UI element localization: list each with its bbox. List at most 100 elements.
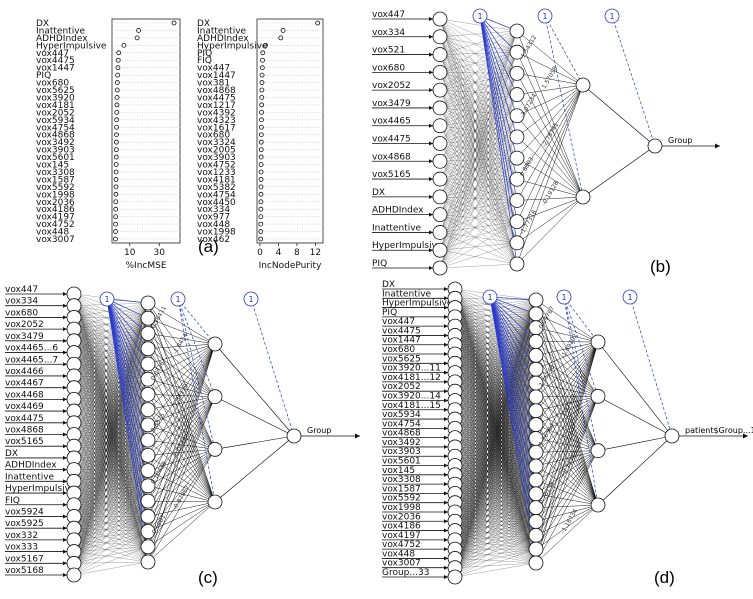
x-axis-label: IncNodePurity (259, 261, 322, 271)
weight-edge (535, 341, 599, 384)
arrow-head (63, 362, 67, 367)
weight-edge (439, 52, 518, 269)
variable-label: vox3903 (197, 153, 236, 163)
weight-edge (73, 318, 149, 342)
arrow-head (444, 454, 448, 459)
weight-edge (454, 424, 537, 578)
hidden-node (509, 44, 525, 60)
weight-edge (454, 313, 537, 373)
variable-label: PIQ (36, 71, 51, 81)
input-label: vox5934 (382, 410, 421, 420)
input-node (432, 225, 448, 240)
weight-edge (535, 313, 599, 451)
weight-edge (454, 507, 537, 568)
importance-plot-incmse: DXInattentiveADHDIndexHyperImpulsivevox4… (36, 18, 181, 271)
x-tick-label: 0 (257, 248, 263, 258)
input-label: vox1587 (382, 484, 421, 494)
hidden-node (509, 65, 525, 81)
weight-edge (73, 528, 149, 563)
weight-edge (535, 450, 599, 467)
weight-edge (73, 500, 149, 552)
weight-edge (454, 396, 537, 559)
arrow-head (444, 342, 448, 347)
arrow-head (444, 500, 448, 505)
input-label: vox3479 (5, 332, 44, 342)
bias-node-label: 1 (609, 12, 614, 21)
weight-edge (73, 516, 149, 576)
weight-edge (535, 450, 599, 536)
weight-edge (147, 343, 216, 456)
variable-label: vox448 (197, 220, 230, 230)
weight-edge (439, 196, 518, 243)
input-label: vox3492 (382, 438, 421, 448)
bias-edge (489, 296, 537, 494)
weight-edge (73, 446, 149, 547)
weight-edge (147, 485, 216, 503)
weight-edge (73, 318, 149, 517)
weight-edge (73, 531, 149, 576)
weight-edge (439, 214, 518, 265)
arrow-head (444, 547, 448, 552)
importance-point (258, 177, 264, 182)
weight-edge (147, 396, 216, 532)
weight-edge (147, 501, 216, 547)
variable-label: vox4752 (197, 161, 236, 171)
weight-edge (535, 341, 599, 451)
weight-edge (73, 516, 149, 541)
input-label: vox4868 (382, 429, 421, 439)
weight-edge (454, 479, 537, 559)
weight-edge (73, 302, 149, 447)
input-label: HyperImpulsive (382, 299, 453, 309)
bias-node-label: 1 (627, 293, 632, 302)
importance-point (258, 169, 264, 175)
importance-point (114, 139, 119, 145)
weight-edge (516, 94, 584, 198)
importance-point (136, 28, 142, 33)
input-node (432, 189, 448, 205)
weight-edge (516, 30, 584, 86)
weight-edge (454, 548, 537, 568)
hidden-node (509, 150, 525, 166)
arrow-head (63, 373, 67, 378)
arrow-head (429, 17, 433, 21)
arrow-head (444, 333, 448, 338)
weight-edge (73, 333, 149, 517)
bias-edge (489, 296, 537, 481)
arrow-head (355, 433, 360, 439)
input-node (432, 136, 448, 151)
importance-point (259, 102, 265, 108)
bias-edge (479, 15, 518, 243)
input-label: vox5167 (5, 554, 44, 564)
weight-edge (73, 302, 149, 400)
input-label: vox4465...7 (5, 355, 58, 365)
weight-edge (454, 438, 537, 578)
weight-edge (73, 469, 149, 532)
importance-point (171, 20, 177, 26)
weight-edge (147, 449, 216, 547)
arrow-head (63, 327, 67, 332)
weight-edge (73, 485, 149, 517)
bias-edge (106, 298, 149, 365)
input-label: FIQ (5, 496, 20, 506)
weight-edge (439, 221, 518, 251)
weight-edge (73, 318, 149, 458)
bias-node-label: 1 (175, 295, 180, 304)
weight-edge (147, 396, 216, 410)
weight-edge (535, 299, 599, 397)
weight-edge (73, 470, 149, 529)
weight-edge (147, 343, 216, 349)
weight-edge (597, 341, 673, 437)
bias-edge (544, 15, 584, 198)
input-label: vox521 (372, 46, 405, 56)
importance-point (114, 80, 120, 85)
weight-edge (147, 409, 216, 503)
input-label: vox3920...11 (382, 364, 441, 374)
weight-edge (535, 396, 599, 550)
bias-edge (489, 296, 537, 439)
bias-edge (489, 296, 537, 328)
importance-point (258, 139, 264, 145)
panel-d-label: (d) (654, 568, 675, 587)
importance-point (258, 206, 264, 212)
bias-node (537, 8, 553, 24)
importance-point (258, 199, 264, 205)
